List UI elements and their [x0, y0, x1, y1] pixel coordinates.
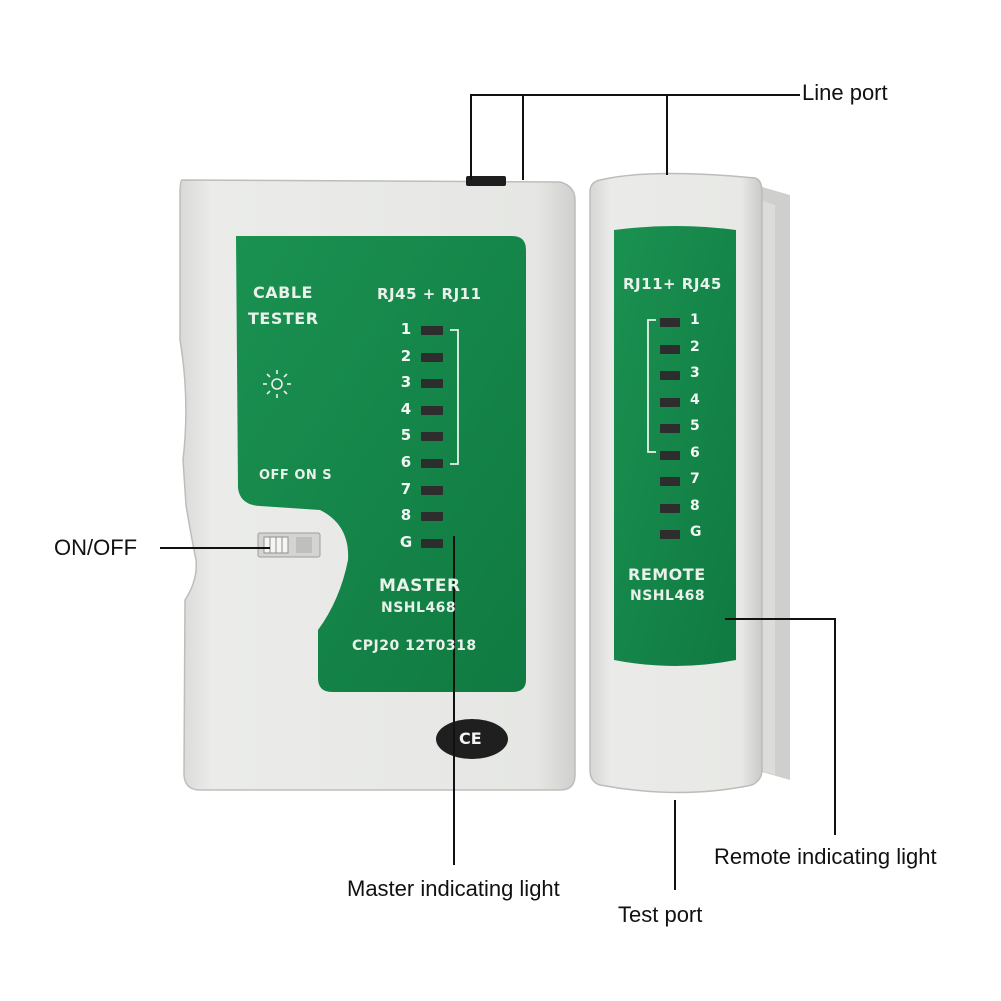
- master-pin-number: 4: [400, 399, 412, 418]
- on-off-label: ON/OFF: [54, 535, 138, 560]
- master-pin-number: 2: [400, 346, 412, 365]
- remote-light-leader: [725, 618, 836, 835]
- master-code-label: CPJ20 12T0318: [352, 638, 477, 654]
- remote-pin-number: 8: [690, 497, 700, 514]
- remote-indicator-light: [660, 477, 680, 486]
- remote-pin-number: 5: [690, 418, 700, 434]
- cable-tester-title-line2: TESTER: [248, 309, 319, 328]
- remote-indicator-light: [660, 371, 680, 380]
- remote-indicator-light: [660, 530, 680, 539]
- master-indicator-light: [421, 405, 443, 415]
- switch-position-label: OFF ON S: [259, 468, 333, 483]
- rear-rail: [755, 185, 790, 780]
- line-port-leader: [470, 94, 800, 180]
- line-port-label: Line port: [802, 80, 888, 105]
- remote-pin-number: 6: [690, 444, 700, 461]
- callout-leaders: [160, 94, 836, 890]
- master-unit-body: [179, 176, 576, 791]
- remote-pin-number: 4: [690, 391, 700, 408]
- remote-indicator-light: [660, 450, 680, 460]
- master-indicator-light: [421, 352, 443, 362]
- remote-indicator-light: [660, 397, 680, 407]
- remote-pin-number: G: [690, 524, 702, 540]
- master-indicator-light: [421, 326, 443, 335]
- remote-pin-number: 3: [690, 365, 700, 381]
- master-model-label: NSHL468: [381, 600, 457, 616]
- master-indicator-light: [421, 379, 443, 389]
- master-port-label: RJ45 + RJ11: [377, 285, 482, 303]
- master-pin-number: 8: [400, 506, 412, 525]
- master-pin-number: 7: [400, 479, 412, 498]
- remote-pin-number: 1: [690, 312, 700, 328]
- remote-indicator-light: [660, 424, 680, 433]
- remote-port-label: RJ11+ RJ45: [623, 275, 722, 293]
- power-light-icon: [263, 370, 291, 398]
- master-pin-number: G: [399, 532, 413, 551]
- ce-mark: CE: [459, 729, 482, 748]
- master-pin-number: 1: [400, 320, 412, 338]
- master-brand-label: MASTER: [379, 576, 461, 596]
- remote-pin-number: 2: [690, 338, 700, 355]
- master-indicator-light: [421, 512, 443, 522]
- test-port-label: Test port: [618, 902, 703, 927]
- master-indicator-light: [421, 485, 443, 495]
- master-indicator-light: [421, 459, 443, 468]
- master-indicator-light: [421, 432, 443, 442]
- master-indicator-light: [421, 538, 443, 548]
- master-indicating-light-label: Master indicating light: [347, 876, 560, 901]
- master-pin-number: 6: [400, 453, 412, 471]
- remote-brand-label: REMOTE: [628, 565, 706, 584]
- cable-tester-title-line1: CABLE: [253, 283, 313, 302]
- master-pin-number: 5: [400, 426, 412, 445]
- remote-indicator-light: [660, 344, 680, 354]
- remote-pin-number: 7: [690, 471, 700, 487]
- remote-indicator-light: [660, 318, 680, 327]
- remote-indicator-light: [660, 503, 680, 513]
- remote-model-label: NSHL468: [630, 588, 706, 604]
- master-pin-number: 3: [400, 373, 412, 392]
- remote-indicating-light-label: Remote indicating light: [714, 844, 937, 869]
